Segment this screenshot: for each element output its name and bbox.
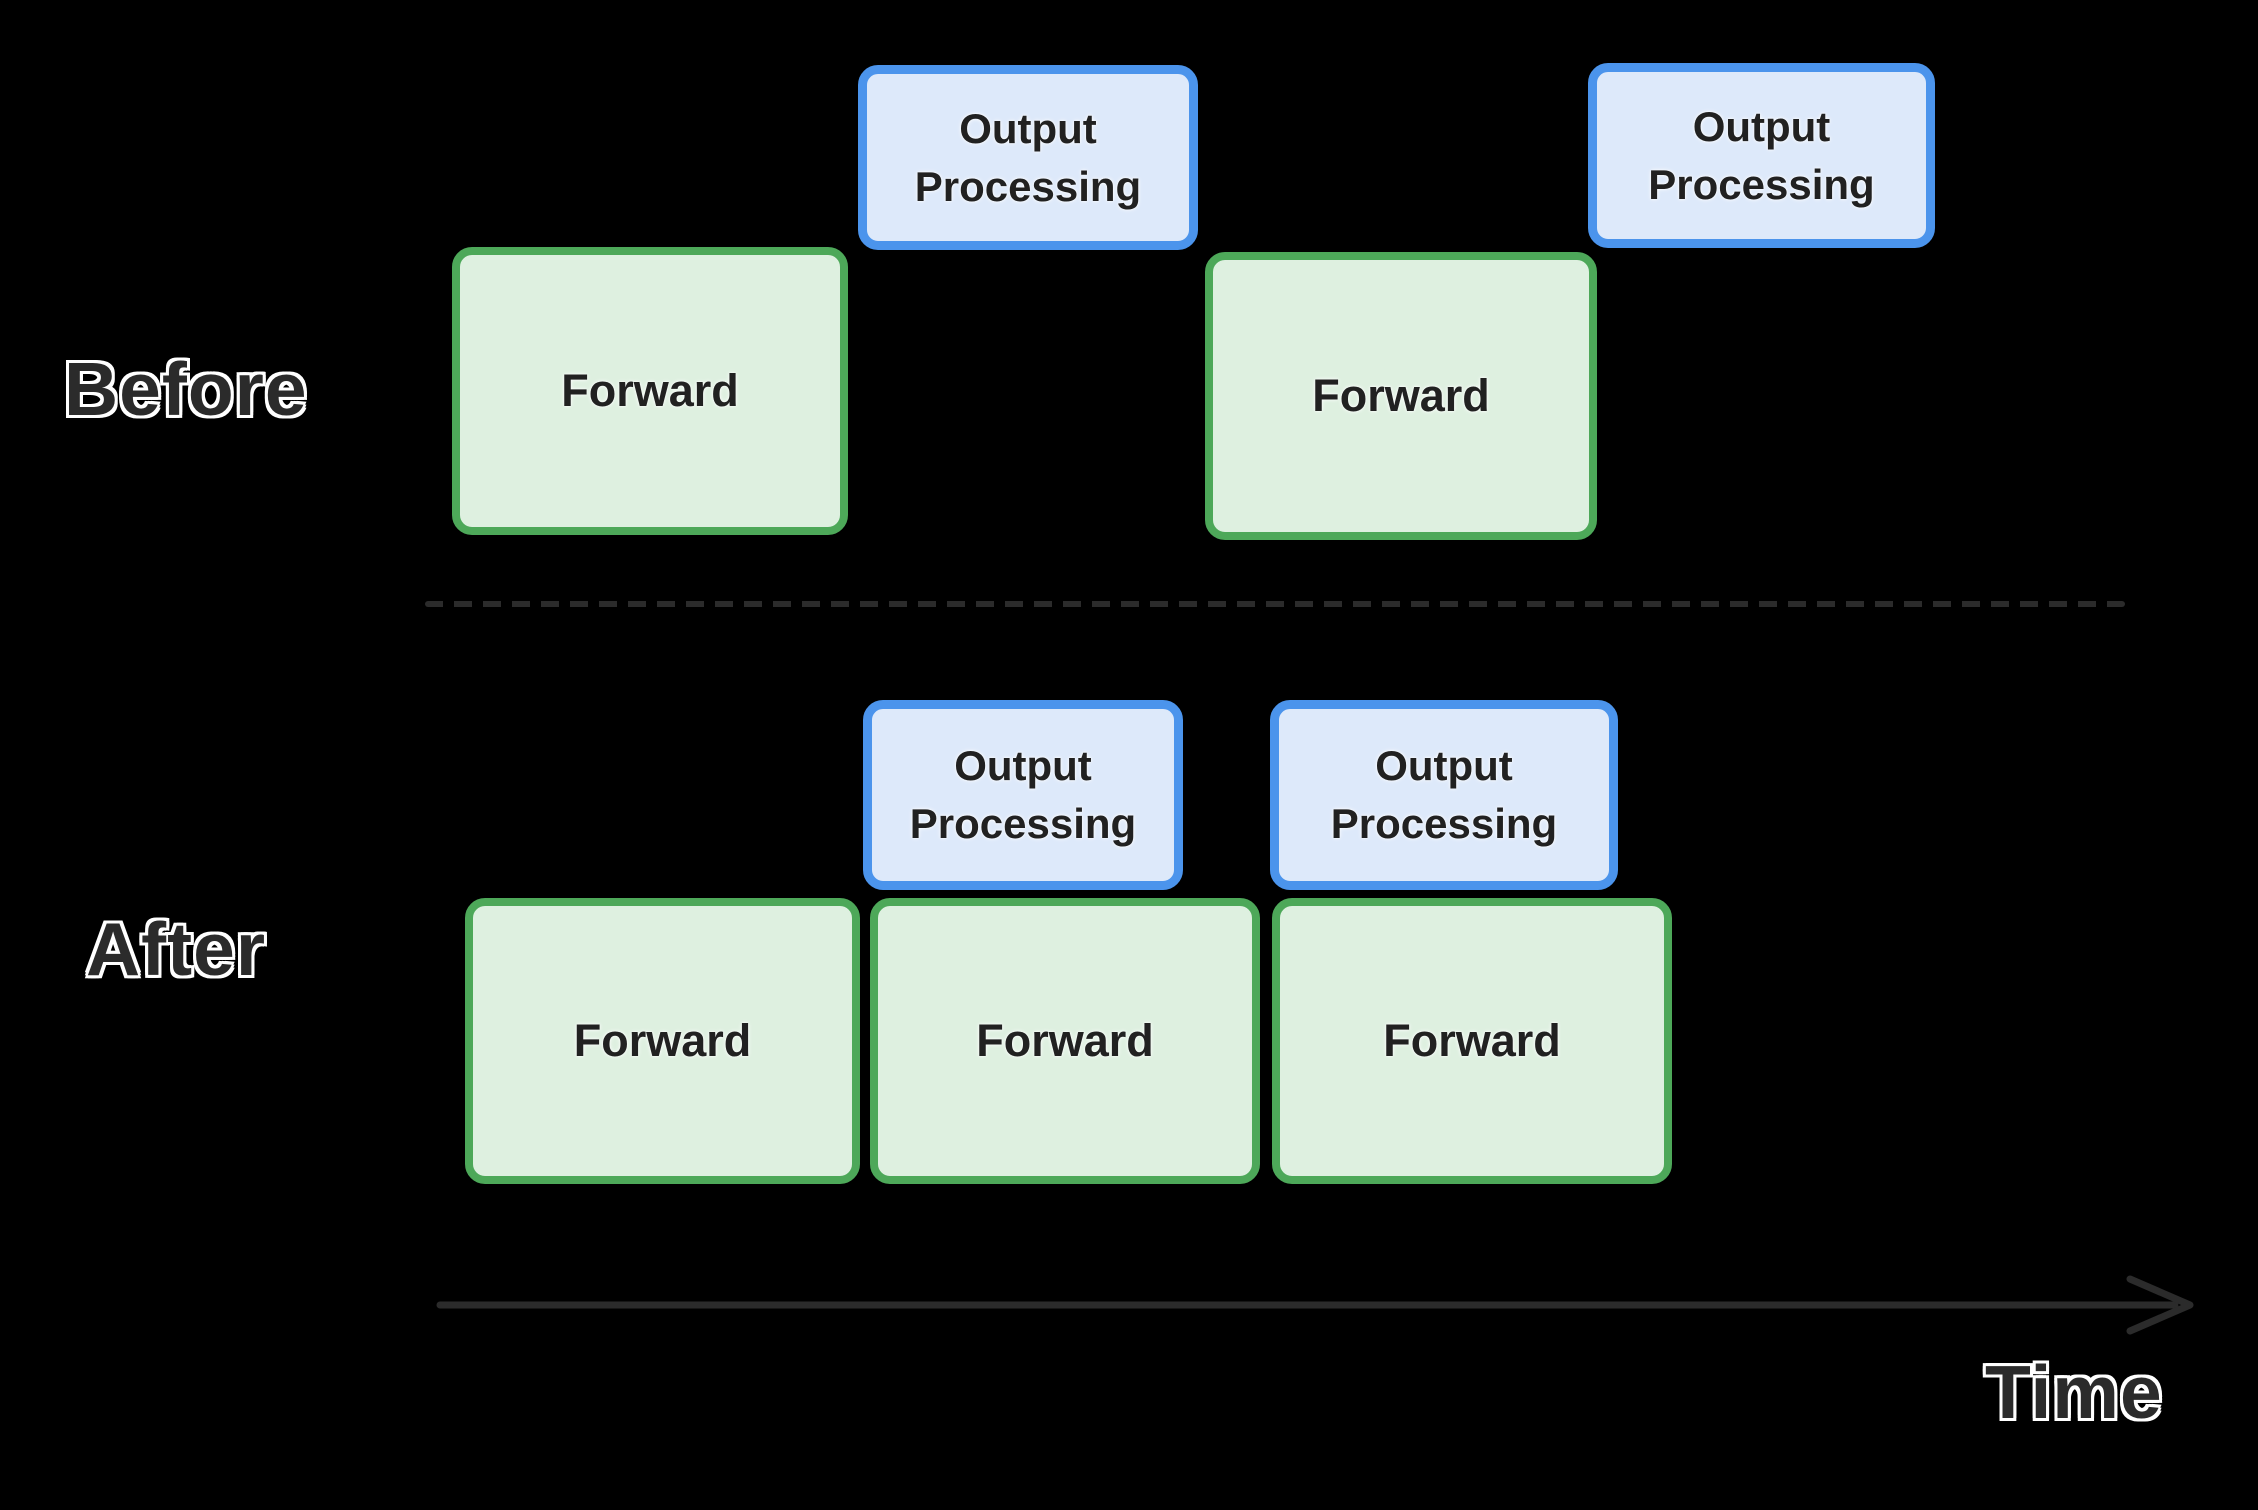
- output-processing-label: Output Processing: [1330, 742, 1558, 847]
- forward-box-label: Forward: [1312, 370, 1490, 421]
- output-processing-box-before-2: Output Processing: [1588, 63, 1935, 248]
- output-processing-box-after-1: Output Processing: [863, 700, 1183, 890]
- output-processing-box-before-1: Output Processing: [858, 65, 1198, 250]
- divider-dashed-line: [425, 601, 2125, 607]
- after-label: After: [86, 907, 267, 991]
- forward-box-after-1: Forward: [465, 898, 860, 1184]
- output-processing-label: Output Processing: [914, 104, 1142, 210]
- forward-box-label: Forward: [561, 365, 739, 416]
- output-processing-label: Output Processing: [1648, 102, 1875, 208]
- time-label: Time: [1985, 1350, 2163, 1434]
- forward-box-before-1: Forward: [452, 247, 848, 535]
- timeline-arrowhead-icon: [2126, 1275, 2194, 1335]
- forward-box-before-2: Forward: [1205, 252, 1597, 540]
- before-label: Before: [64, 347, 308, 431]
- forward-box-label: Forward: [1383, 1015, 1561, 1066]
- forward-box-after-2: Forward: [870, 898, 1260, 1184]
- forward-box-label: Forward: [976, 1015, 1154, 1066]
- timeline-arrow: [435, 1270, 2205, 1340]
- output-processing-box-after-2: Output Processing: [1270, 700, 1618, 890]
- forward-box-after-3: Forward: [1272, 898, 1672, 1184]
- output-processing-label: Output Processing: [909, 742, 1137, 847]
- forward-box-label: Forward: [573, 1015, 752, 1066]
